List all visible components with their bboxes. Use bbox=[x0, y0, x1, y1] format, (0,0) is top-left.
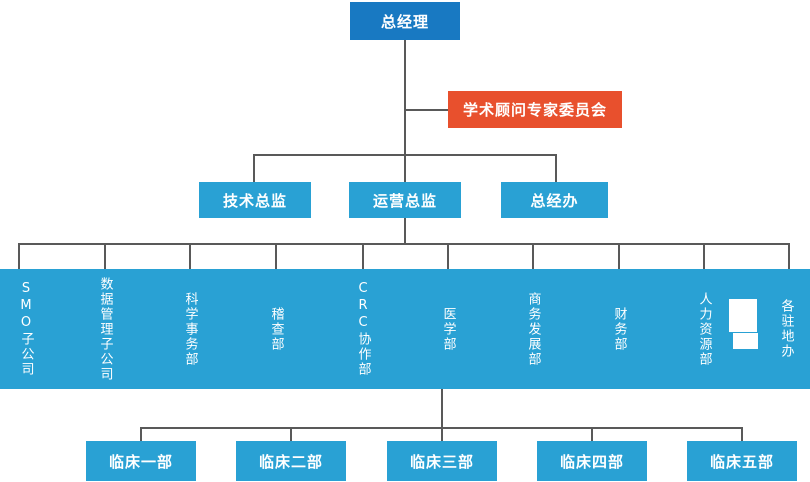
dept-finance: 财务部 bbox=[611, 306, 627, 352]
dept-data-management-subsidiary: 数据管理子公司 bbox=[97, 276, 113, 382]
node-advisory-committee: 学术顾问专家委员会 bbox=[448, 91, 622, 128]
connector-clinical-drop bbox=[741, 427, 743, 441]
connector-level2-drop bbox=[253, 154, 255, 182]
connector-dept-drop bbox=[189, 243, 191, 269]
node-clinical-dept-1: 临床一部 bbox=[86, 441, 196, 481]
connector-clinical-drop bbox=[591, 427, 593, 441]
dept-medical: 医学部 bbox=[440, 306, 456, 352]
node-general-manager: 总经理 bbox=[350, 2, 460, 40]
dept-smo-subsidiary: SMO子公司 bbox=[18, 281, 34, 377]
departments-band bbox=[0, 269, 810, 389]
connector-dept-drop bbox=[104, 243, 106, 269]
connector-dept-bus bbox=[18, 243, 790, 245]
connector-dept-drop bbox=[532, 243, 534, 269]
node-clinical-dept-3: 临床三部 bbox=[387, 441, 497, 481]
connector-dept-drop bbox=[275, 243, 277, 269]
node-clinical-dept-5: 临床五部 bbox=[687, 441, 797, 481]
connector-clinical-drop bbox=[441, 427, 443, 441]
node-clinical-dept-2: 临床二部 bbox=[236, 441, 346, 481]
dept-business-development: 商务发展部 bbox=[525, 291, 541, 367]
connector-clinical-trunk bbox=[441, 389, 443, 429]
connector-dept-drop bbox=[618, 243, 620, 269]
connector-dept-drop bbox=[447, 243, 449, 269]
connector-dept-drop bbox=[703, 243, 705, 269]
white-placeholder bbox=[733, 333, 758, 349]
connector-dept-drop bbox=[362, 243, 364, 269]
white-placeholder bbox=[729, 299, 757, 332]
connector-level2-drop bbox=[555, 154, 557, 182]
node-technical-director: 技术总监 bbox=[199, 182, 311, 218]
connector-clinical-drop bbox=[140, 427, 142, 441]
node-clinical-dept-4: 临床四部 bbox=[537, 441, 647, 481]
connector-dept-drop bbox=[18, 243, 20, 269]
dept-human-resources: 人力资源部 bbox=[696, 291, 712, 367]
dept-audit: 稽查部 bbox=[268, 306, 284, 352]
node-operations-director: 运营总监 bbox=[349, 182, 461, 218]
connector-level2-bus bbox=[254, 154, 557, 156]
node-gm-office: 总经办 bbox=[501, 182, 608, 218]
dept-crc-collaboration: CRC协作部 bbox=[355, 281, 371, 377]
connector-root-trunk bbox=[404, 40, 406, 244]
dept-local-offices: 各驻地办 bbox=[778, 299, 794, 359]
connector-clinical-drop bbox=[290, 427, 292, 441]
connector-advisory-branch bbox=[405, 109, 448, 111]
dept-scientific-affairs: 科学事务部 bbox=[182, 291, 198, 367]
connector-dept-drop bbox=[788, 243, 790, 269]
